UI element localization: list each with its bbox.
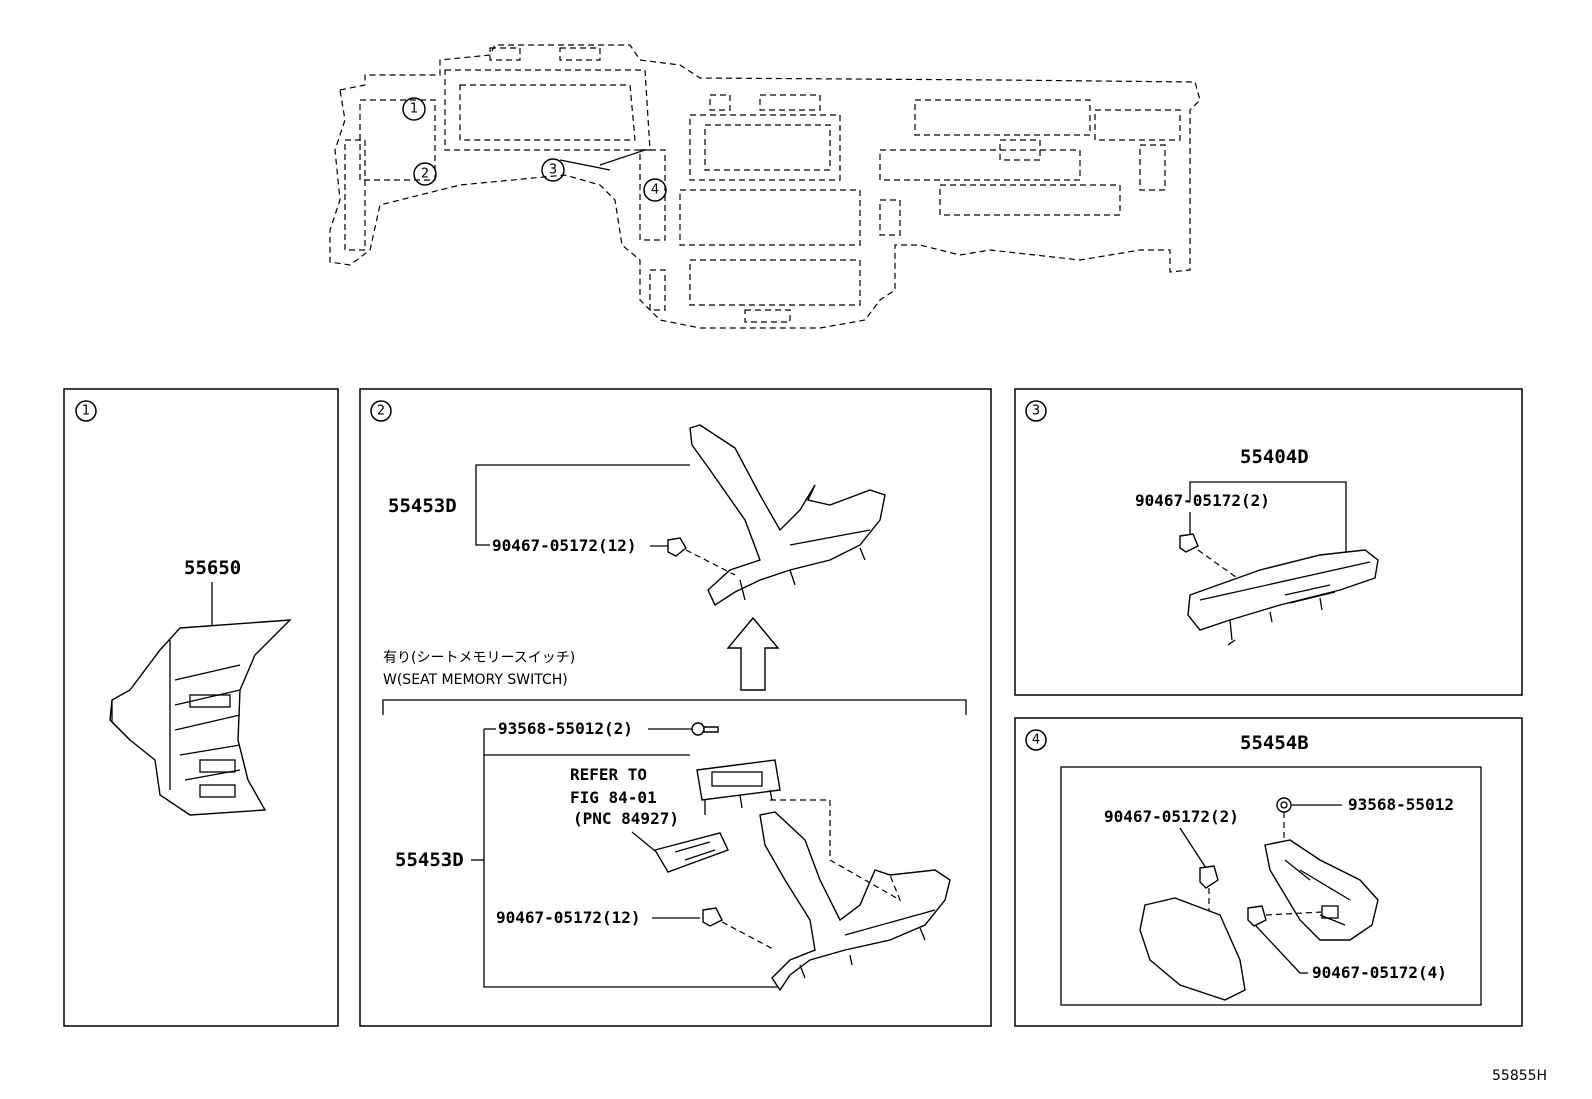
panel-1: 1 55650: [63, 388, 339, 1027]
part-label-90467-05172-2: 90467-05172(2): [1135, 491, 1270, 510]
overview-callout-3: 3: [541, 158, 565, 182]
panel-4-number: 4: [1032, 733, 1040, 748]
refer-pnc-text: (PNC 84927): [573, 809, 679, 828]
part-label-55404D: 55404D: [1240, 446, 1309, 468]
clip-icon-upper: [667, 537, 687, 557]
part-label-90467-05172-12-lower: 90467-05172(12): [496, 908, 641, 927]
lower-finish-panel-lower: [759, 811, 951, 992]
switch-bracket: [653, 832, 729, 873]
svg-text:1: 1: [410, 102, 418, 117]
instrument-panel-overview: 1 2 3 4: [329, 44, 1201, 329]
part-label-90467-05172-4: 90467-05172(4): [1312, 963, 1447, 982]
panel-3-number: 3: [1032, 404, 1040, 419]
center-cluster-finish-panel: [1187, 549, 1379, 646]
svg-text:2: 2: [421, 167, 429, 182]
instrument-cluster-finish-panel: [109, 619, 292, 816]
panel-1-number: 1: [82, 404, 90, 419]
refer-to-text: REFER TO: [570, 765, 647, 784]
seat-memory-switch: [696, 759, 781, 815]
overview-callout-4: 4: [643, 178, 667, 202]
part-label-90467-05172-12-upper: 90467-05172(12): [492, 536, 637, 555]
part-label-93568-55012-2: 93568-55012(2): [498, 719, 633, 738]
clip-icon-lower: [702, 907, 723, 927]
trim-bracket: [1264, 839, 1379, 941]
clip-icon-a: [1199, 865, 1219, 889]
panel-2-number: 2: [377, 404, 385, 419]
part-label-55454B: 55454B: [1240, 732, 1309, 754]
up-arrow-icon: [726, 616, 780, 691]
bolt-icon: [691, 722, 719, 736]
part-label-55453D-lower: 55453D: [395, 849, 464, 871]
overview-callout-2: 2: [413, 162, 437, 186]
panel-2: 2 55453D 90467-05172(12) 有り(シートメモリースイッチ)…: [359, 388, 992, 1027]
part-label-93568-55012: 93568-55012: [1348, 795, 1454, 814]
illustration-id: 55855H: [1492, 1068, 1547, 1084]
screw-icon: [1276, 797, 1292, 813]
overview-callout-1: 1: [402, 97, 426, 121]
svg-text:4: 4: [651, 183, 659, 198]
note-jp: 有り(シートメモリースイッチ): [383, 650, 575, 666]
note-en: W(SEAT MEMORY SWITCH): [383, 672, 568, 688]
refer-fig-text: FIG 84-01: [570, 788, 657, 807]
clip-icon: [1179, 533, 1199, 553]
part-label-90467-05172-2-p4: 90467-05172(2): [1104, 807, 1239, 826]
part-label-55650: 55650: [184, 557, 241, 579]
part-label-55453D-upper: 55453D: [388, 495, 457, 517]
lower-finish-panel-upper: [689, 424, 886, 607]
lower-cover-panel: [1139, 897, 1246, 1001]
svg-text:3: 3: [549, 163, 557, 178]
clip-icon-b: [1247, 905, 1267, 927]
panel-3: 3 55404D 90467-05172(2): [1014, 388, 1523, 696]
panel-4: 4 55454B 90467-05172(2) 93568-55012 9046…: [1014, 717, 1523, 1027]
